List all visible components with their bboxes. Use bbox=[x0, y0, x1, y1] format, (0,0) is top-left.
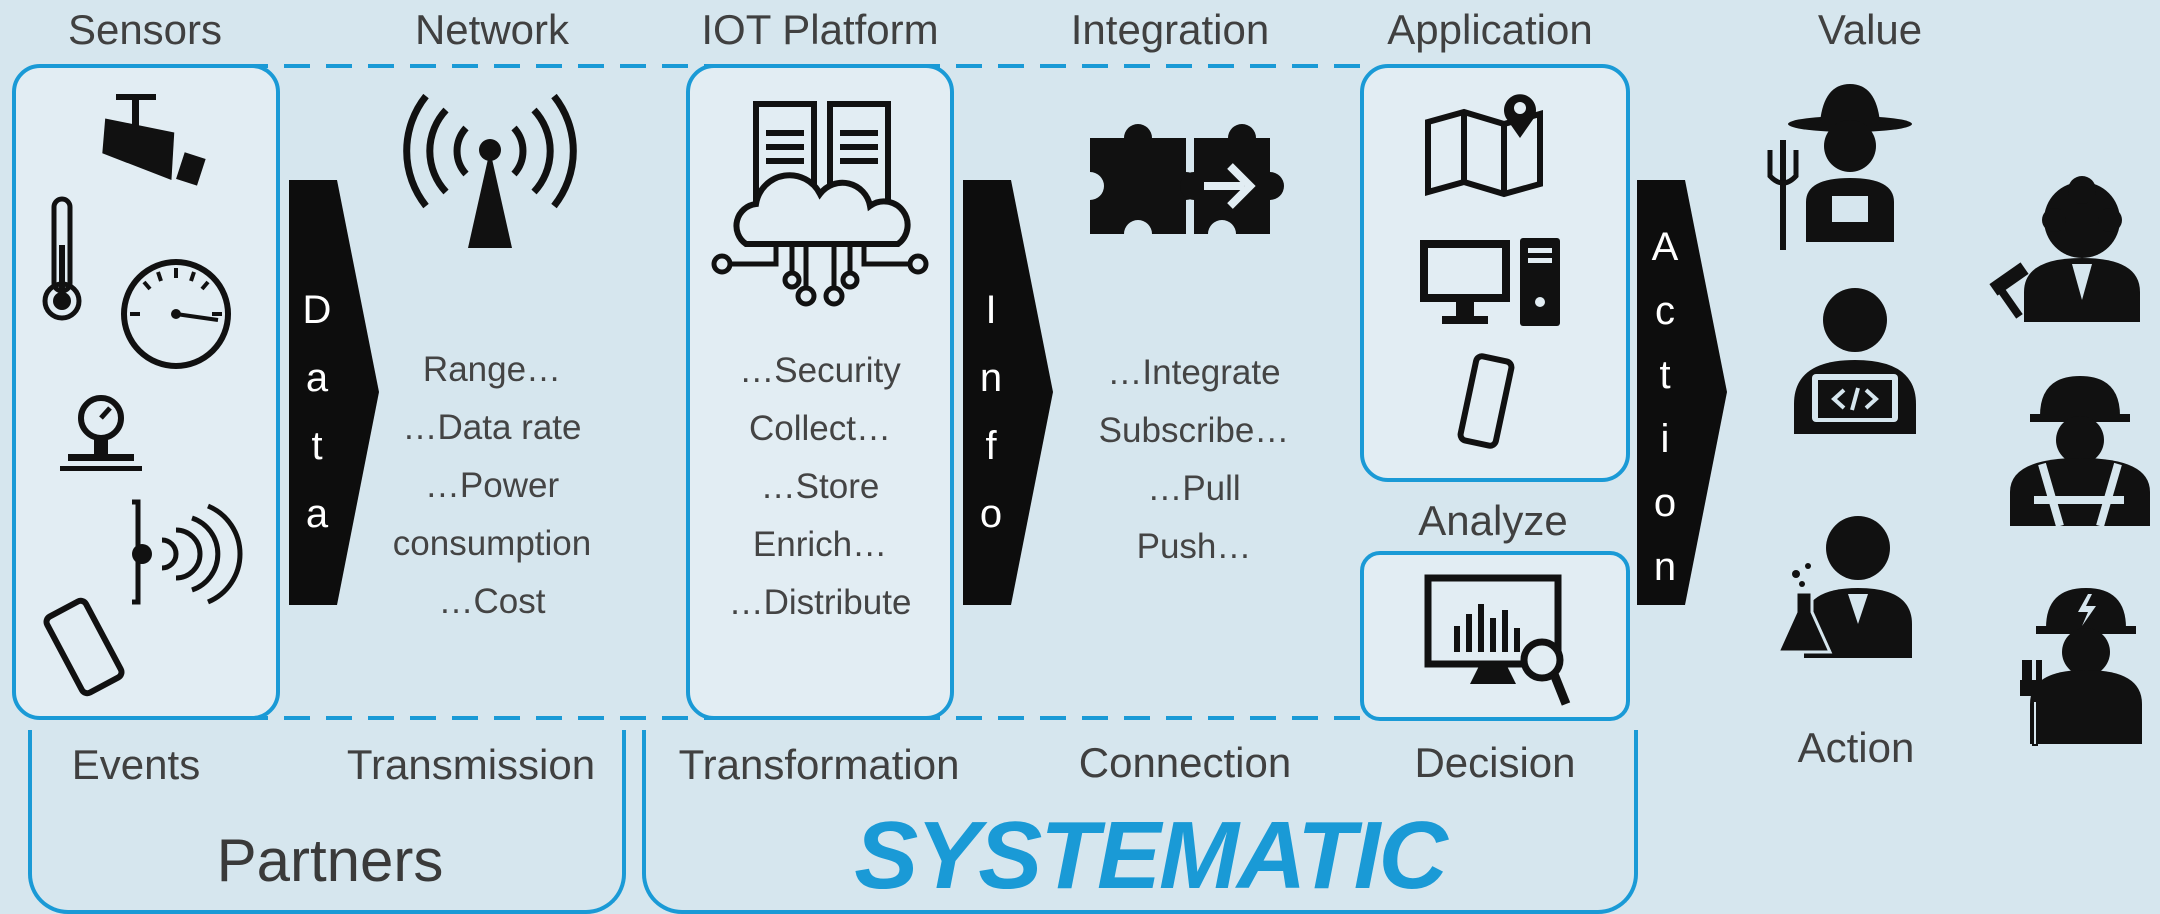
data-arrow bbox=[289, 180, 379, 605]
puzzle-integration-icon bbox=[1090, 124, 1284, 234]
application-header: Application bbox=[1387, 6, 1593, 53]
integration-item: Subscribe… bbox=[1098, 411, 1290, 450]
integration-list: …Integrate Subscribe… …Pull Push… bbox=[1074, 344, 1314, 576]
platform-item: …Distribute bbox=[728, 583, 912, 622]
events-label: Events bbox=[71, 741, 201, 788]
connection-label: Connection bbox=[1078, 739, 1292, 786]
analytics-monitor-icon bbox=[1424, 574, 1571, 706]
cloud-server-icon bbox=[711, 101, 929, 307]
platform-list: …Security Collect… …Store Enrich… …Distr… bbox=[700, 342, 940, 632]
iot-platform-panel bbox=[686, 64, 954, 720]
arrow-letter: a bbox=[305, 492, 329, 536]
arrow-letter: f bbox=[985, 424, 997, 468]
arrow-letter: o bbox=[979, 492, 1003, 536]
network-item: Range… bbox=[422, 350, 562, 389]
integration-item: Push… bbox=[1136, 527, 1252, 566]
application-panel bbox=[1360, 64, 1630, 482]
proximity-sensor-icon bbox=[132, 499, 243, 605]
platform-item: …Security bbox=[739, 351, 901, 390]
arrow-letter: t bbox=[311, 424, 323, 468]
farmer-icon bbox=[1767, 84, 1912, 250]
arrow-letter: t bbox=[1659, 353, 1671, 397]
action-label: Action bbox=[1797, 724, 1915, 771]
platform-item: Collect… bbox=[749, 409, 891, 448]
action-arrow-label: A c t i o n bbox=[1644, 215, 1686, 599]
arrow-letter: c bbox=[1655, 289, 1675, 333]
arrow-letter: n bbox=[979, 356, 1003, 400]
network-item: consumption bbox=[392, 524, 592, 563]
transformation-label: Transformation bbox=[678, 741, 960, 788]
platform-item: Enrich… bbox=[752, 525, 888, 564]
integration-header: Integration bbox=[1070, 6, 1270, 53]
arrow-letter: n bbox=[1653, 545, 1677, 589]
electrician-icon bbox=[2020, 588, 2142, 746]
network-item: …Data rate bbox=[402, 408, 582, 447]
developer-icon bbox=[1794, 288, 1916, 434]
construction-worker-icon bbox=[2010, 376, 2150, 528]
partners-label: Partners bbox=[216, 827, 444, 894]
analyze-header: Analyze bbox=[1418, 497, 1568, 544]
gauge-icon bbox=[121, 259, 231, 369]
arrow-letter: i bbox=[1660, 417, 1670, 461]
transmission-label: Transmission bbox=[346, 741, 596, 788]
info-arrow bbox=[963, 180, 1053, 605]
platform-item: …Store bbox=[760, 467, 880, 506]
mobile-phone-icon bbox=[1457, 353, 1515, 449]
arrow-letter: a bbox=[305, 356, 329, 400]
network-item: …Cost bbox=[438, 582, 546, 621]
judge-icon bbox=[1989, 176, 2140, 322]
radio-tower-icon bbox=[403, 93, 577, 248]
partners-bracket bbox=[28, 730, 626, 914]
integration-item: …Integrate bbox=[1107, 353, 1281, 392]
integration-item: …Pull bbox=[1147, 469, 1241, 508]
info-arrow-label: I n f o bbox=[970, 276, 1012, 548]
desktop-computer-icon bbox=[1420, 238, 1560, 326]
value-header: Value bbox=[1817, 6, 1923, 53]
scientist-icon bbox=[1775, 516, 1912, 658]
systematic-bracket bbox=[642, 730, 1638, 914]
arrow-letter: D bbox=[302, 288, 332, 332]
thermometer-icon bbox=[42, 196, 82, 321]
action-arrow bbox=[1637, 180, 1727, 605]
pressure-sensor-icon bbox=[60, 395, 142, 471]
map-location-icon bbox=[1425, 94, 1543, 198]
smartphone-icon bbox=[43, 597, 125, 697]
arrow-letter: I bbox=[985, 288, 997, 332]
network-item: …Power bbox=[424, 466, 560, 505]
sensors-header: Sensors bbox=[67, 6, 223, 53]
iot-platform-header: IOT Platform bbox=[701, 6, 939, 53]
decision-label: Decision bbox=[1414, 739, 1576, 786]
systematic-logo: SYSTEMATIC bbox=[854, 802, 1448, 909]
arrow-letter: o bbox=[1653, 481, 1677, 525]
security-camera-icon bbox=[102, 94, 206, 186]
arrow-letter: A bbox=[1651, 225, 1679, 269]
network-list: Range… …Data rate …Power consumption …Co… bbox=[372, 341, 612, 631]
network-header: Network bbox=[414, 6, 570, 53]
data-arrow-label: D a t a bbox=[296, 276, 338, 548]
